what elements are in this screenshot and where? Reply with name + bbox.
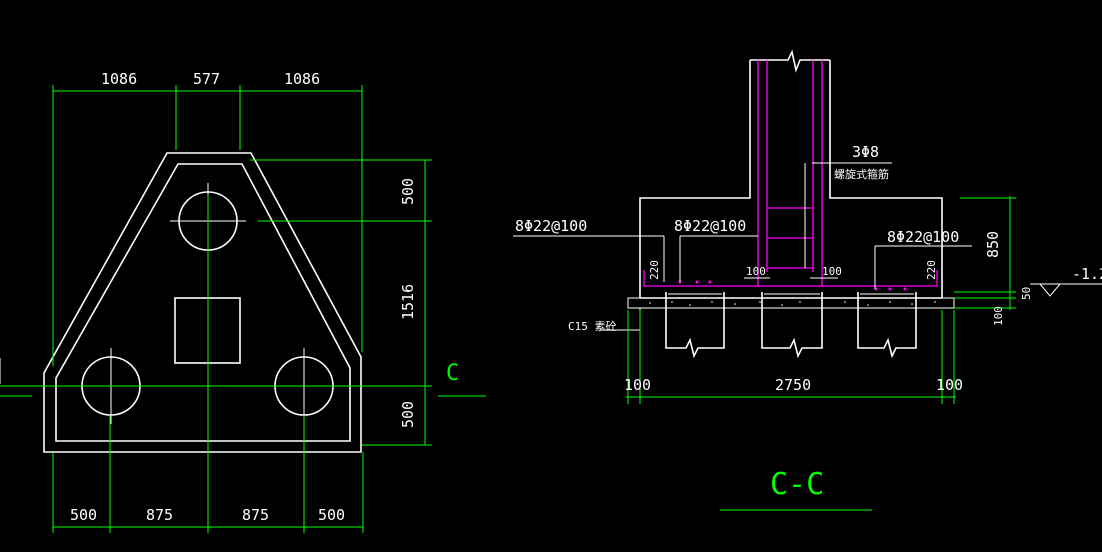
piles-section (665, 292, 917, 359)
column-rebar (757, 60, 823, 286)
dim-875-r: 875 (242, 506, 269, 524)
dim-100-side: 100 (992, 306, 1005, 326)
bedding-layer (627, 297, 955, 309)
cover-220-left: 220 (648, 260, 661, 280)
column-rebar-label: 3Φ8 (852, 143, 879, 161)
column-break-line (750, 49, 830, 73)
dim-850: 850 (984, 231, 1002, 258)
dim-100-bl: 100 (624, 376, 651, 394)
dim-500-bl: 500 (70, 506, 97, 524)
rebar-label-right: 8Φ22@100 (887, 228, 959, 246)
cap-outline-outer (43, 152, 362, 453)
pile-cap-plan: 1086 577 1086 500 875 875 500 500 1516 5… (0, 70, 486, 533)
rebar-label-left: 8Φ22@100 (515, 217, 587, 235)
dim-500-br: 500 (318, 506, 345, 524)
bedding-dots (649, 301, 936, 306)
column-rebar-note: 螺旋式箍筋 (834, 167, 889, 181)
elevation-mark (1030, 283, 1102, 297)
dim-500-rb: 500 (399, 401, 417, 428)
column-right-edge (829, 60, 943, 298)
section-bottom-dimension (626, 310, 956, 404)
section-view: 3Φ8 螺旋式箍筋 8Φ22@100 8Φ22@100 8Φ22@100 220… (513, 49, 1102, 511)
dim-875-l: 875 (146, 506, 173, 524)
bottom-rebar-mesh (643, 270, 938, 287)
plan-bottom-dimension (52, 415, 364, 533)
dim-500-rt: 500 (399, 178, 417, 205)
cover-100-right: 100 (822, 265, 842, 278)
dim-1086-left: 1086 (101, 70, 137, 88)
dim-50: 50 (1020, 287, 1033, 300)
dim-100-br: 100 (936, 376, 963, 394)
leader-lines (513, 162, 972, 331)
column-left-edge (639, 60, 751, 298)
elevation-value: -1.2 (1072, 265, 1102, 283)
bedding-label: C15 素砼 (568, 320, 617, 333)
plan-right-dimension (250, 159, 432, 446)
rebar-label-mid: 8Φ22@100 (674, 217, 746, 235)
cover-100-left: 100 (746, 265, 766, 278)
cover-220-right: 220 (925, 260, 938, 280)
dim-577: 577 (193, 70, 220, 88)
dim-1086-right: 1086 (284, 70, 320, 88)
cap-outline-inner (55, 163, 351, 442)
plan-top-dimension (52, 85, 363, 366)
section-right-dimension (954, 196, 1016, 310)
section-mark-c: C (446, 361, 459, 386)
dim-1516: 1516 (399, 284, 417, 320)
section-title: C-C (770, 467, 824, 502)
dim-2750: 2750 (775, 376, 811, 394)
rebar-dots (678, 280, 907, 291)
